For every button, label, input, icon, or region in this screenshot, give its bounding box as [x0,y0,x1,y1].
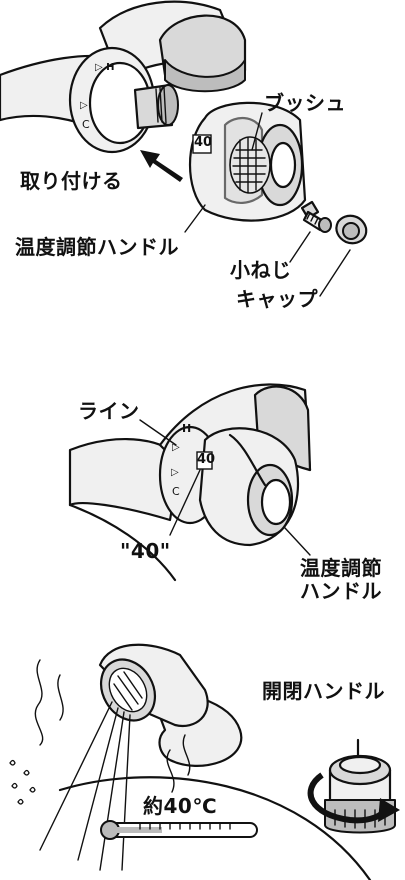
svg-text:▷ H: ▷ H [95,62,115,73]
leader-handle2 [284,527,311,556]
label-40: "40" [120,539,171,563]
svg-text:C: C [172,485,180,498]
steam-lines [34,659,191,793]
leader-handle [184,204,206,233]
leader-cap [319,249,351,297]
svg-text:H: H [182,422,191,435]
svg-text:▷: ▷ [80,100,88,111]
label-open-close-handle: 開閉ハンドル [262,679,385,703]
thermometer-icon [100,820,258,840]
label-line: ライン [78,399,140,423]
cap-part [335,214,368,245]
dial-number-panel2: 40 [197,452,216,467]
label-attach: 取り付ける [20,169,123,193]
panel2-mixer-body: H ▷ ▷ C [68,383,312,582]
leader-40 [169,469,201,536]
label-temperature-handle: 温度調節ハンドル [15,235,179,259]
label-cap: キャップ [236,287,318,311]
basin-curve [58,776,372,880]
open-close-handle [324,738,396,834]
svg-text:▷: ▷ [171,467,179,478]
water-streams [39,701,131,871]
label-temperature-handle-2: 温度調節 ハンドル [300,557,382,603]
panel1-mixer-body: ▷ H ▷ C [0,0,247,154]
leader-bush [251,112,263,151]
label-handle2-line1: 温度調節 [300,556,382,580]
panel1-temperature-handle [189,101,307,222]
rotate-arrow-icon [307,772,400,824]
label-temperature: 約40℃ [143,794,218,818]
screw-part [300,200,332,233]
svg-text:▷: ▷ [172,442,180,453]
droplets [9,759,36,805]
leader-line [139,419,177,446]
bush-part [229,136,271,194]
panel3-shower-head [98,643,243,767]
leader-screw [289,231,311,263]
svg-text:C: C [82,118,90,131]
attach-arrow [140,150,183,182]
label-bush: ブッシュ [264,91,346,115]
label-screw: 小ねじ [230,258,292,282]
dial-number-panel1: 40 [194,135,213,150]
label-handle2-line2: ハンドル [300,579,382,603]
